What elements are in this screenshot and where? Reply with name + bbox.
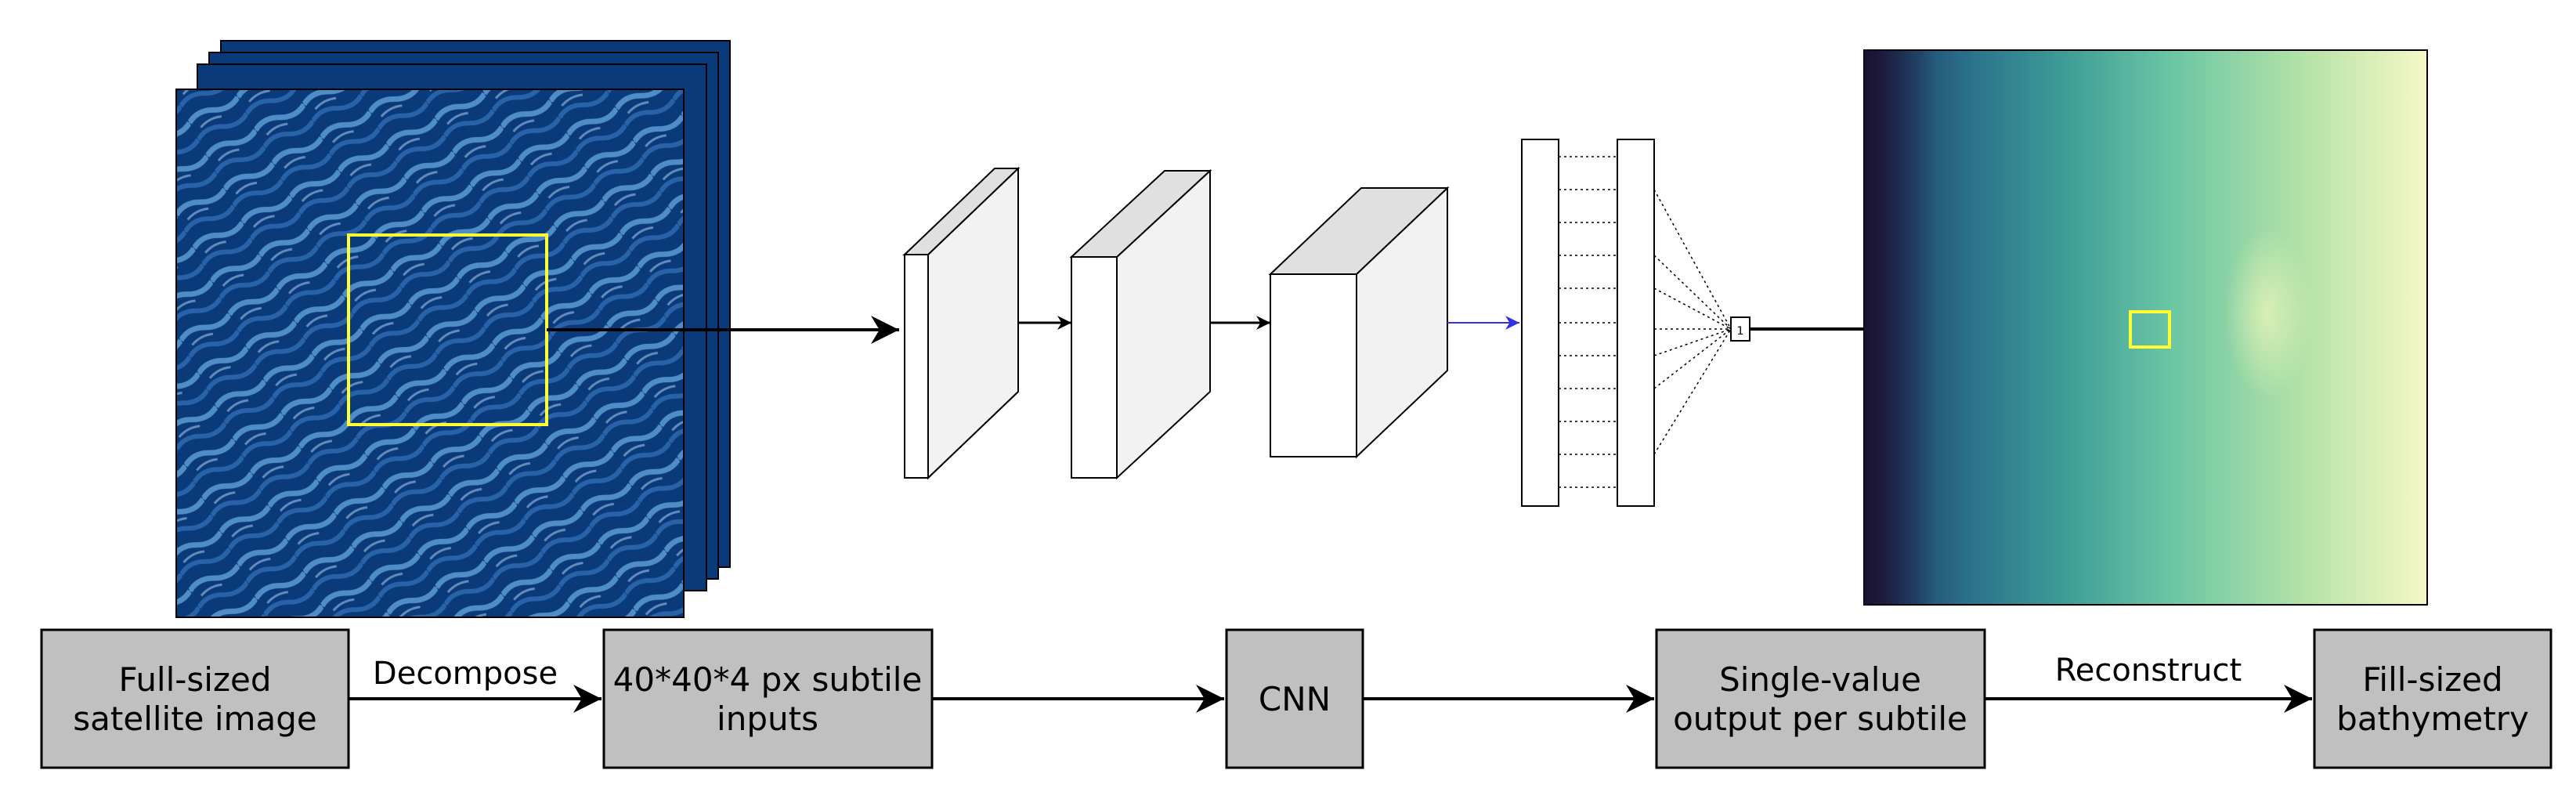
dense-layers: 1 — [1521, 139, 1750, 507]
output-box-line-2: output per subtile — [1673, 700, 1967, 738]
pipeline-box-output: Single-value output per subtile — [1655, 628, 1986, 769]
satellite-image-stack — [175, 40, 731, 618]
pipeline-flow: Decompose Reconstruct Full-sized satelli… — [40, 628, 2553, 769]
bathy-box-line-1: Fill-sized — [2362, 660, 2502, 699]
bathy-box-line-2: bathymetry — [2336, 700, 2529, 738]
bathymetry-map — [1863, 49, 2428, 606]
output-box-line-1: Single-value — [1719, 660, 1921, 699]
subtile-box-line-1: 40*40*4 px subtile — [613, 660, 923, 699]
pipeline-box-bathymetry: Fill-sized bathymetry — [2313, 628, 2553, 769]
pipeline-box-cnn: CNN — [1225, 628, 1364, 769]
pipeline-box-subtile: 40*40*4 px subtile inputs — [602, 628, 934, 769]
edge-decompose-label: Decompose — [373, 656, 558, 692]
edge-reconstruct-label: Reconstruct — [2055, 653, 2242, 689]
dense-connections — [1559, 156, 1617, 488]
cnn-layer-1 — [902, 166, 1021, 480]
subtile-box-line-2: inputs — [717, 700, 818, 738]
output-node-label: 1 — [1737, 325, 1744, 338]
cnn-layer-2 — [1069, 168, 1212, 480]
cnn-box-label: CNN — [1259, 680, 1331, 718]
pipeline-box-input: Full-sized satellite image — [40, 628, 350, 769]
output-connections — [1653, 189, 1732, 455]
cnn-layer-3 — [1268, 186, 1450, 459]
dense-layer-2 — [1617, 139, 1655, 507]
input-box-line-1: Full-sized — [118, 660, 271, 699]
output-node — [1730, 316, 1750, 342]
input-box-line-2: satellite image — [73, 700, 316, 738]
satellite-layer-1 — [175, 89, 685, 618]
bathymetry-highlight-pixel — [2129, 310, 2171, 349]
dense-layer-1 — [1521, 139, 1559, 507]
